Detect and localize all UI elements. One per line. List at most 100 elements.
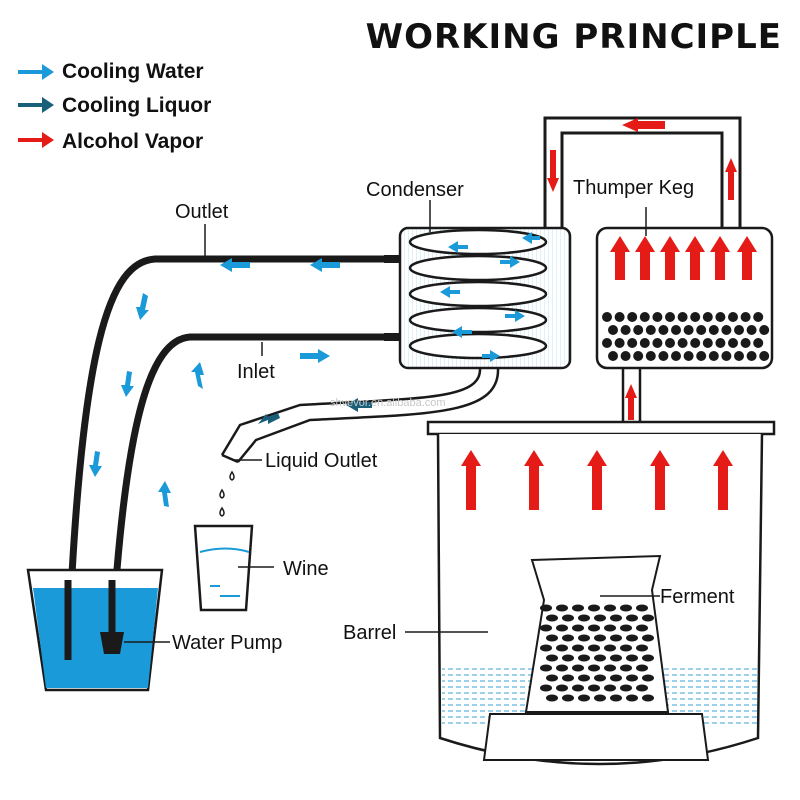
ferment-dot xyxy=(578,694,590,702)
water-pump-icon xyxy=(100,632,124,654)
keg-dot xyxy=(708,325,719,335)
keg-dot xyxy=(734,351,744,361)
ferment-dot xyxy=(546,654,558,662)
ferment-dot xyxy=(636,644,648,652)
ferment-dot xyxy=(636,664,648,672)
vapor-pipe xyxy=(543,116,742,228)
keg-dot xyxy=(665,338,675,348)
label-inlet: Inlet xyxy=(237,361,275,383)
ferment-dot xyxy=(562,674,574,682)
keg-dot xyxy=(639,312,650,322)
cooling-water-arrow-icon xyxy=(18,64,54,80)
ferment-dot xyxy=(540,624,552,632)
legend: Cooling Water Cooling Liquor Alcohol Vap… xyxy=(18,60,211,153)
legend-item-cooling-water: Cooling Water xyxy=(18,60,204,83)
keg-dot xyxy=(633,325,644,335)
keg-dot xyxy=(708,351,719,361)
keg-dot xyxy=(715,338,726,348)
ferment-dot xyxy=(620,644,632,652)
keg-dot xyxy=(677,338,688,348)
legend-label-cooling-water: Cooling Water xyxy=(62,60,204,83)
keg-vapor-arrows xyxy=(610,236,757,280)
ferment-dot xyxy=(642,654,654,662)
ferment-dot xyxy=(540,604,552,612)
keg-dot xyxy=(633,351,644,361)
ferment-dot xyxy=(546,614,558,622)
vapor-arrow-up-right xyxy=(725,158,737,200)
ferment-dot xyxy=(626,634,638,642)
keg-dot xyxy=(608,325,618,335)
ferment-dot xyxy=(610,614,622,622)
keg-dot xyxy=(620,351,631,361)
ferment-dot xyxy=(562,614,574,622)
ferment-dot xyxy=(610,694,622,702)
keg-dot xyxy=(645,325,656,335)
ferment-dot xyxy=(636,684,648,692)
ferment-dot xyxy=(594,674,606,682)
keg-dot xyxy=(608,351,618,361)
keg-dot xyxy=(746,325,757,335)
keg-dot xyxy=(614,338,625,348)
ferment-dot xyxy=(572,644,584,652)
keg-dot xyxy=(683,351,694,361)
keg-dot xyxy=(671,351,681,361)
ferment-dot xyxy=(642,614,654,622)
ferment-dot xyxy=(636,604,648,612)
keg-dot xyxy=(627,312,638,322)
ferment-dot xyxy=(604,644,616,652)
keg-dot xyxy=(702,338,713,348)
keg-dot xyxy=(753,312,764,322)
ferment-dot xyxy=(610,674,622,682)
ferment-dot xyxy=(588,684,600,692)
barrel-vapor-arrow-5 xyxy=(713,450,733,510)
ferment-dot xyxy=(594,694,606,702)
keg-dot xyxy=(627,338,638,348)
keg-dot xyxy=(639,338,650,348)
keg-vapor-arrow-4 xyxy=(685,236,705,280)
keg-dot xyxy=(696,325,707,335)
keg-dot xyxy=(746,351,757,361)
ferment-dot xyxy=(572,664,584,672)
liquid-outlet-pipe xyxy=(219,367,500,517)
keg-dot xyxy=(728,312,738,322)
keg-dot xyxy=(620,325,631,335)
ferment-dot xyxy=(578,654,590,662)
ferment-dot xyxy=(546,694,558,702)
ferment-dot xyxy=(556,664,568,672)
keg-vapor-arrow-3 xyxy=(660,236,680,280)
ferment-dot xyxy=(594,654,606,662)
label-barrel: Barrel xyxy=(343,622,396,644)
liquor-arrow-2 xyxy=(258,413,280,424)
keg-dot xyxy=(658,351,669,361)
hoses xyxy=(64,255,384,661)
keg-dot xyxy=(721,351,732,361)
keg-dot xyxy=(702,312,713,322)
keg-vapor-arrow-1 xyxy=(610,236,630,280)
ferment-dot xyxy=(588,604,600,612)
ferment-dot xyxy=(556,644,568,652)
water-bucket xyxy=(26,568,170,692)
keg-dot xyxy=(740,338,751,348)
ferment-dot xyxy=(556,624,568,632)
label-water-pump: Water Pump xyxy=(172,632,282,654)
page-title: WORKING PRINCIPLE xyxy=(366,17,782,57)
keg-dot xyxy=(759,325,770,335)
thumper-keg xyxy=(595,207,774,436)
keg-dot xyxy=(652,338,663,348)
ferment-dot xyxy=(604,664,616,672)
ferment-dot xyxy=(556,684,568,692)
keg-dot xyxy=(721,325,732,335)
condenser xyxy=(384,226,572,370)
ferment-dots xyxy=(540,604,654,702)
liquor-arrow-1 xyxy=(346,398,372,412)
barrel-vapor-arrows xyxy=(461,450,733,510)
barrel-vapor-arrow-1 xyxy=(461,450,481,510)
ferment-dot xyxy=(578,614,590,622)
ferment-dot xyxy=(620,684,632,692)
keg-vapor-arrow-5 xyxy=(710,236,730,280)
ferment-dot xyxy=(636,624,648,632)
barrel-vapor-arrow-4 xyxy=(650,450,670,510)
label-wine: Wine xyxy=(283,558,329,580)
ferment-dot xyxy=(604,624,616,632)
